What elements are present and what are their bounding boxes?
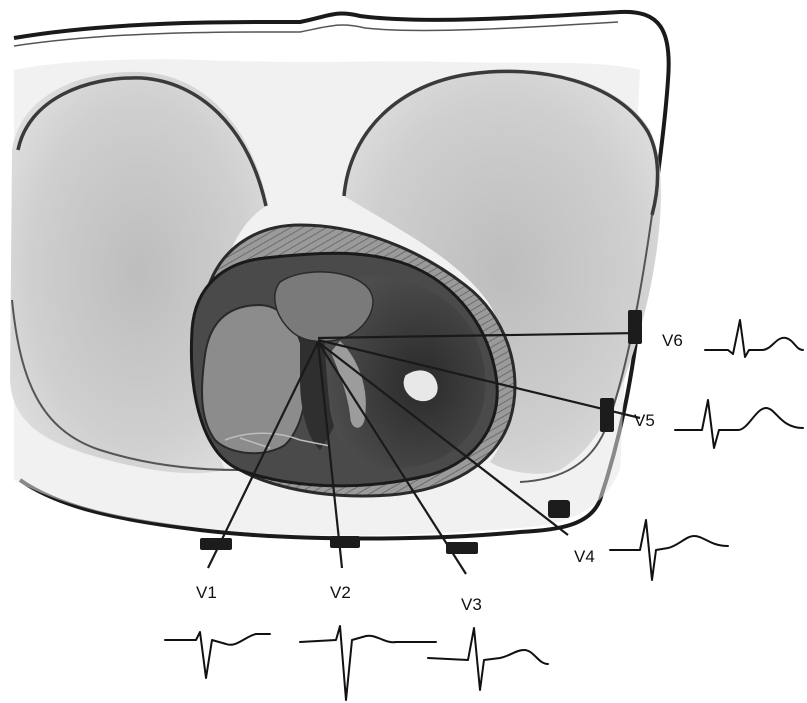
ecg-trace-v1 — [165, 632, 270, 678]
ecg-trace-v5 — [675, 400, 803, 448]
electrode-v6 — [628, 310, 642, 344]
electrode-v4 — [548, 500, 570, 518]
ecg-trace-v6 — [705, 320, 803, 357]
lead-label-v5: V5 — [634, 411, 655, 430]
lead-label-v4: V4 — [574, 547, 595, 566]
lead-label-v3: V3 — [461, 595, 482, 614]
electrode-v2 — [330, 536, 360, 548]
electrode-v5 — [600, 398, 614, 432]
ecg-trace-v3 — [428, 628, 548, 690]
electrode-v1 — [200, 538, 232, 550]
ecg-trace-v4 — [610, 520, 728, 580]
lead-label-v2: V2 — [330, 583, 351, 602]
electrode-v3 — [446, 542, 478, 554]
lead-label-v1: V1 — [196, 583, 217, 602]
ecg-trace-v2 — [300, 626, 436, 700]
lead-label-v6: V6 — [662, 331, 683, 350]
